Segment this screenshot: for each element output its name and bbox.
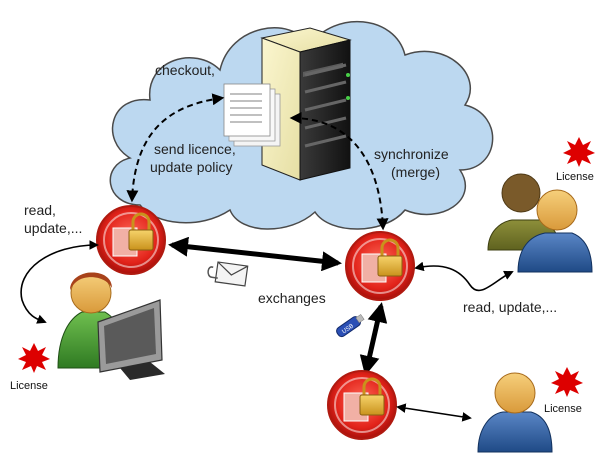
user-icon-group-front bbox=[517, 189, 593, 273]
bottom-user-arrow bbox=[396, 403, 472, 422]
license-burst-icon-left bbox=[18, 343, 50, 373]
lock-node-bottom bbox=[327, 370, 397, 440]
read-update-left-label-1: read, bbox=[24, 202, 56, 218]
exchange-arrow-vertical bbox=[359, 302, 388, 376]
exchange-arrow-horizontal bbox=[168, 236, 342, 272]
user-icon-group-back bbox=[487, 173, 561, 251]
read-update-left-label-2: update,... bbox=[24, 220, 82, 236]
synchronize-label: synchronize bbox=[374, 146, 449, 162]
group-arrow bbox=[414, 261, 514, 292]
send-licence-label: send licence, bbox=[154, 141, 236, 157]
exchanges-label: exchanges bbox=[258, 290, 326, 306]
monitor-icon bbox=[97, 299, 165, 380]
license-label-group: License bbox=[556, 171, 594, 183]
license-burst-icon-bottom bbox=[551, 367, 583, 397]
license-label-bottom: License bbox=[544, 403, 582, 415]
merge-label: (merge) bbox=[391, 164, 440, 180]
checkout-label: checkout, bbox=[155, 62, 215, 78]
envelope-icon bbox=[207, 261, 249, 287]
synchronize-dashed-arrow bbox=[289, 112, 389, 231]
usb-key-icon: USB bbox=[336, 314, 365, 338]
svg-text:USB: USB bbox=[341, 323, 355, 335]
left-user-arrow bbox=[20, 240, 99, 324]
license-label-left: License bbox=[10, 380, 48, 392]
update-policy-label: update policy bbox=[150, 159, 233, 175]
read-update-right-label: read, update,... bbox=[463, 299, 557, 315]
document-stack-icon bbox=[223, 83, 281, 147]
lock-node-left bbox=[96, 205, 166, 275]
license-burst-icon-group bbox=[563, 137, 595, 167]
user-icon-bottom bbox=[477, 372, 553, 453]
lock-node-center bbox=[345, 231, 415, 301]
checkout-dashed-arrow bbox=[126, 93, 225, 203]
